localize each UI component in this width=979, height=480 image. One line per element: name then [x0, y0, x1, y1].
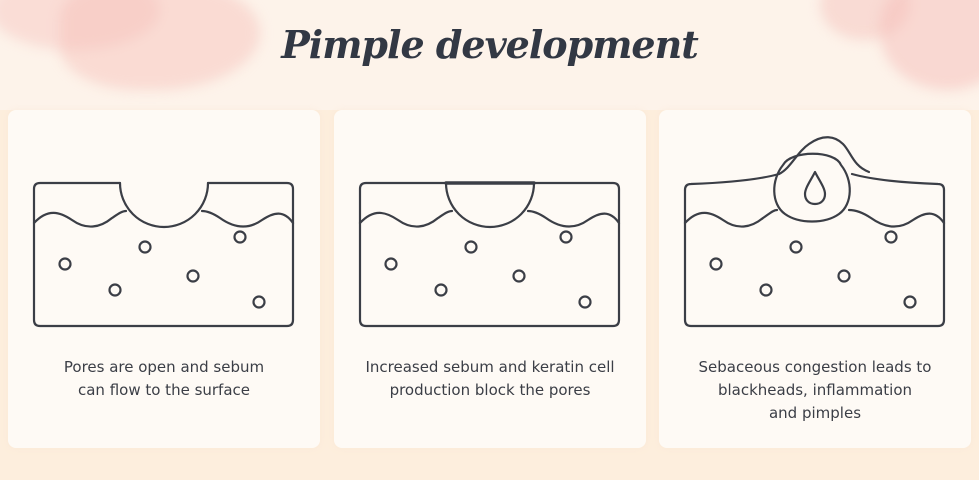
header-background	[0, 0, 979, 110]
open-pore-diagram	[32, 181, 295, 328]
stage-caption: Pores are open and sebum can flow to the…	[63, 358, 265, 399]
stage-caption: Increased sebum and keratin cell product…	[365, 358, 615, 399]
blocked-pore-diagram	[358, 181, 621, 328]
stage-caption: Sebaceous congestion leads to blackheads…	[698, 358, 932, 422]
page-title: Pimple development	[281, 22, 699, 67]
pimple-diagram	[683, 136, 946, 328]
stage-card-open-pore: Pores are open and sebum can flow to the…	[8, 110, 320, 448]
stage-card-blocked-pore: Increased sebum and keratin cell product…	[334, 110, 646, 448]
stage-card-pimple: Sebaceous congestion leads to blackheads…	[659, 110, 971, 448]
